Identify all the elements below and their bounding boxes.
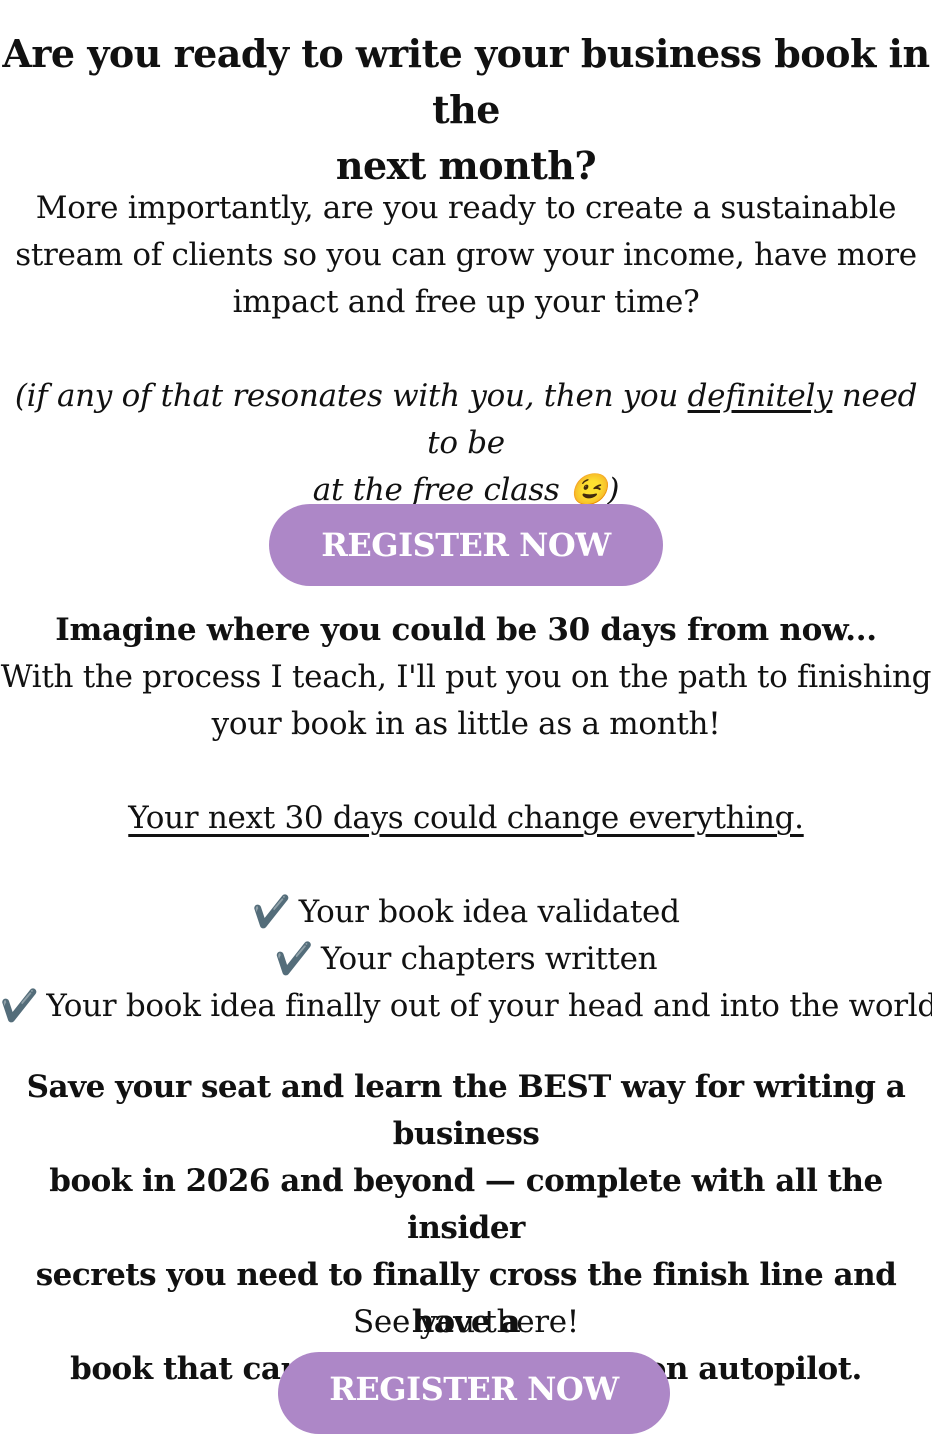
aside-text-after: need to be bbox=[427, 378, 918, 461]
imagine-paragraph: Imagine where you could be 30 days from … bbox=[0, 607, 932, 748]
check-mark-icon: ✔️ bbox=[252, 894, 291, 930]
save-line-2: book in 2026 and beyond — complete with … bbox=[49, 1163, 883, 1246]
register-now-button-top[interactable]: REGISTER NOW bbox=[269, 504, 663, 586]
save-line-1: Save your seat and learn the BEST way fo… bbox=[26, 1069, 906, 1152]
see-you-there-text: See you there! bbox=[353, 1304, 579, 1340]
save-line-3: secrets you need to finally cross the fi… bbox=[35, 1257, 897, 1340]
register-now-button-bottom[interactable]: REGISTER NOW bbox=[278, 1352, 670, 1434]
aside-text-before: (if any of that resonates with you, then… bbox=[14, 378, 688, 414]
aside-emphasis: definitely bbox=[687, 378, 833, 414]
aside-line-2: at the free class bbox=[312, 472, 560, 508]
intro-line-1: More importantly, are you ready to creat… bbox=[35, 190, 897, 226]
intro-paragraph: More importantly, are you ready to creat… bbox=[0, 185, 932, 326]
checklist-item: ✔️Your book idea finally out of your hea… bbox=[0, 983, 932, 1030]
imagine-lead: Imagine where you could be 30 days from … bbox=[55, 612, 877, 648]
register-now-label-top: REGISTER NOW bbox=[321, 526, 611, 564]
aside-paragraph: (if any of that resonates with you, then… bbox=[0, 373, 932, 514]
imagine-line-2: With the process I teach, I'll put you o… bbox=[0, 659, 932, 695]
page-headline: Are you ready to write your business boo… bbox=[0, 26, 932, 194]
intro-line-2: stream of clients so you can grow your i… bbox=[15, 237, 917, 273]
check-mark-icon: ✔️ bbox=[274, 941, 314, 977]
checklist-item: ✔️Your book idea validated bbox=[0, 889, 932, 936]
imagine-line-3: your book in as little as a month! bbox=[211, 706, 721, 742]
next-30-days-statement: Your next 30 days could change everythin… bbox=[128, 800, 804, 836]
intro-line-3: impact and free up your time? bbox=[232, 284, 700, 320]
check-mark-icon: ✔️ bbox=[0, 988, 39, 1024]
checklist-item-text: Your book idea finally out of your head … bbox=[46, 988, 932, 1024]
wink-emoji-icon: 😉 bbox=[569, 472, 608, 508]
headline-line-2: next month? bbox=[335, 143, 597, 188]
checklist-item: ✔️Your chapters written bbox=[0, 936, 932, 983]
checklist-item-text: Your book idea validated bbox=[298, 894, 680, 930]
checklist-item-text: Your chapters written bbox=[321, 941, 658, 977]
save-seat-paragraph: Save your seat and learn the BEST way fo… bbox=[0, 1064, 932, 1393]
register-now-label-bottom: REGISTER NOW bbox=[329, 1370, 619, 1408]
benefits-checklist: ✔️Your book idea validated ✔️Your chapte… bbox=[0, 889, 932, 1030]
aside-close-paren: ) bbox=[607, 472, 620, 508]
headline-line-1: Are you ready to write your business boo… bbox=[2, 31, 930, 132]
